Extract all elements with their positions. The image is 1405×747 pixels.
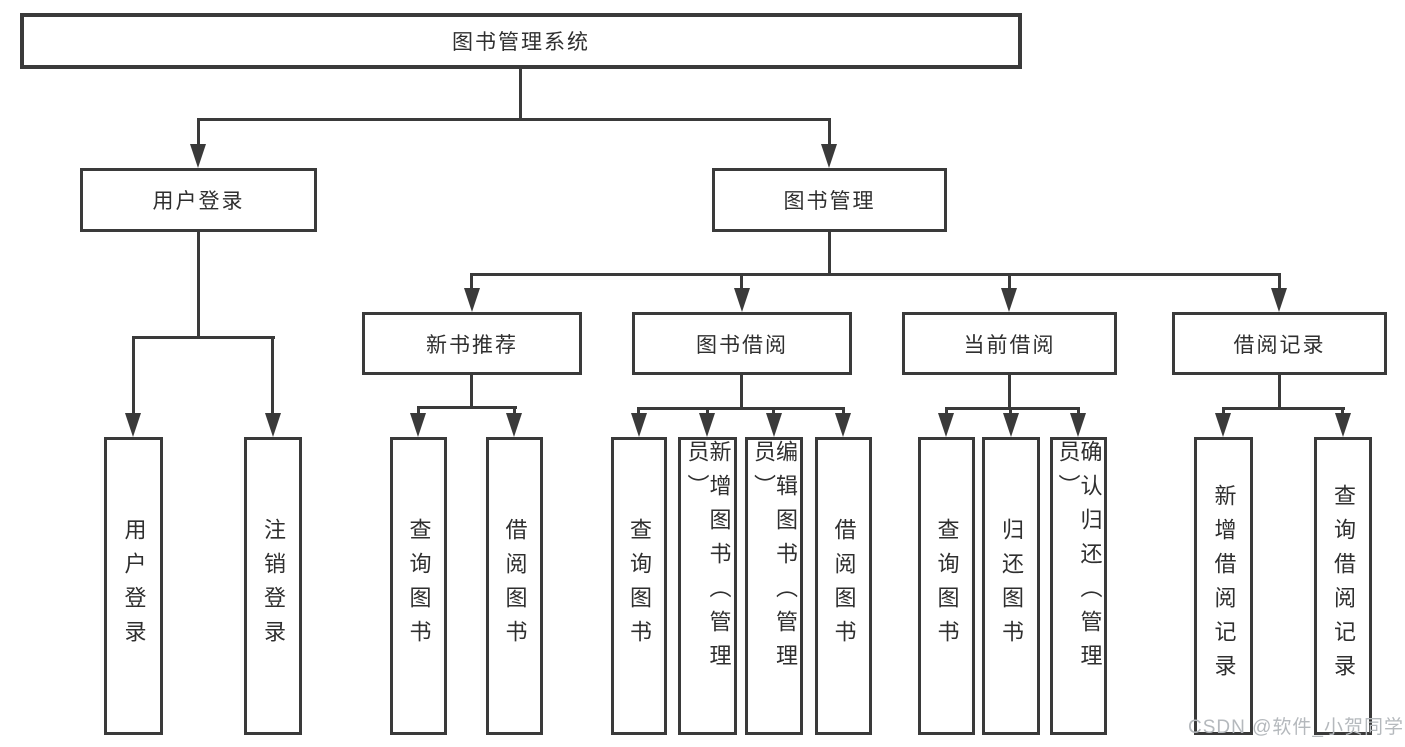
leaf-logout-node: 注销登录 (244, 437, 302, 735)
group-label: 当前借阅 (963, 333, 1056, 357)
leaf-label: 新增图书（管理员） (684, 440, 732, 678)
connector-vline (1341, 407, 1344, 418)
connector-hline (197, 118, 831, 121)
leaf-label: 查询图书 (406, 518, 432, 654)
root-node-library-system: 图书管理系统 (20, 13, 1022, 69)
leaf-user-login-node: 用户登录 (104, 437, 163, 735)
arrow-down-icon (1271, 288, 1287, 312)
leaf-return-books-node: 归还图书 (982, 437, 1040, 735)
leaf-query-borrow-record-node: 查询借阅记录 (1314, 437, 1372, 735)
leaf-label: 编辑图书（管理员） (751, 440, 798, 678)
arrow-down-icon (1001, 288, 1017, 312)
connector-vline (772, 407, 775, 418)
branch-book-management-node: 图书管理 (712, 168, 947, 232)
leaf-borrow-books-node: 借阅图书 (486, 437, 543, 735)
group-label: 图书借阅 (696, 333, 788, 357)
connector-vline (519, 69, 522, 118)
connector-vline (842, 407, 845, 418)
leaf-query-books-node: 查询图书 (390, 437, 447, 735)
leaf-add-books-admin-node: 新增图书（管理员） (678, 437, 737, 735)
arrow-down-icon (821, 144, 837, 168)
connector-vline (828, 232, 831, 276)
leaf-label: 确认归还（管理员） (1055, 440, 1103, 678)
connector-vline (197, 118, 200, 148)
connector-vline (197, 232, 200, 336)
connector-vline (470, 273, 473, 291)
leaf-label: 查询图书 (934, 518, 960, 654)
arrow-down-icon (938, 413, 954, 437)
group-book-borrow-node: 图书借阅 (632, 312, 852, 375)
arrow-down-icon (1070, 413, 1086, 437)
connector-vline (132, 336, 135, 416)
leaf-edit-books-admin-node: 编辑图书（管理员） (745, 437, 803, 735)
arrow-down-icon (1003, 413, 1019, 437)
connector-vline (740, 273, 743, 291)
watermark-text: CSDN @软件_小贺同学 (1188, 717, 1404, 738)
leaf-label: 查询借阅记录 (1331, 484, 1356, 688)
connector-vline (1008, 273, 1011, 291)
connector-vline (637, 407, 640, 418)
connector-vline (271, 336, 274, 416)
connector-vline (470, 375, 473, 409)
arrow-down-icon (1215, 413, 1231, 437)
root-node-label: 图书管理系统 (452, 31, 590, 54)
arrow-down-icon (265, 413, 281, 437)
connector-hline (417, 406, 517, 409)
leaf-label: 注销登录 (261, 518, 286, 654)
arrow-down-icon (410, 413, 426, 437)
connector-vline (513, 406, 516, 418)
group-current-borrow-node: 当前借阅 (902, 312, 1117, 375)
arrow-down-icon (1335, 413, 1351, 437)
connector-hline (945, 407, 1080, 410)
connector-vline (417, 406, 420, 418)
arrow-down-icon (766, 413, 782, 437)
connector-vline (1009, 407, 1012, 418)
group-new-book-recommend-node: 新书推荐 (362, 312, 582, 375)
group-borrow-records-node: 借阅记录 (1172, 312, 1387, 375)
branch-label: 图书管理 (783, 190, 876, 213)
leaf-label: 查询图书 (627, 518, 652, 654)
connector-vline (1222, 407, 1225, 418)
arrow-down-icon (464, 288, 480, 312)
connector-vline (1278, 273, 1281, 291)
connector-vline (828, 118, 831, 148)
connector-vline (740, 375, 743, 409)
connector-hline (470, 273, 1281, 276)
leaf-label: 归还图书 (999, 518, 1024, 654)
arrow-down-icon (125, 413, 141, 437)
leaf-add-borrow-record-node: 新增借阅记录 (1194, 437, 1253, 735)
connector-vline (1008, 375, 1011, 409)
leaf-label: 借阅图书 (831, 518, 857, 654)
arrow-down-icon (631, 413, 647, 437)
branch-label: 用户登录 (152, 190, 245, 213)
arrow-down-icon (506, 413, 522, 437)
arrow-down-icon (835, 413, 851, 437)
connector-hline (132, 336, 275, 339)
leaf-confirm-return-admin-node: 确认归还（管理员） (1050, 437, 1107, 735)
connector-hline (637, 407, 845, 410)
connector-vline (1077, 407, 1080, 418)
connector-hline (1222, 407, 1345, 410)
leaf-label: 用户登录 (121, 518, 147, 654)
arrow-down-icon (190, 144, 206, 168)
arrow-down-icon (734, 288, 750, 312)
leaf-borrow-books-node: 借阅图书 (815, 437, 872, 735)
leaf-label: 借阅图书 (502, 518, 528, 654)
group-label: 借阅记录 (1233, 333, 1326, 357)
leaf-label: 新增借阅记录 (1211, 484, 1237, 688)
arrow-down-icon (699, 413, 715, 437)
connector-vline (945, 407, 948, 418)
connector-vline (706, 407, 709, 418)
connector-vline (1278, 375, 1281, 409)
leaf-query-books-node: 查询图书 (918, 437, 975, 735)
leaf-query-books-node: 查询图书 (611, 437, 667, 735)
branch-user-login-node: 用户登录 (80, 168, 317, 232)
group-label: 新书推荐 (426, 333, 518, 357)
